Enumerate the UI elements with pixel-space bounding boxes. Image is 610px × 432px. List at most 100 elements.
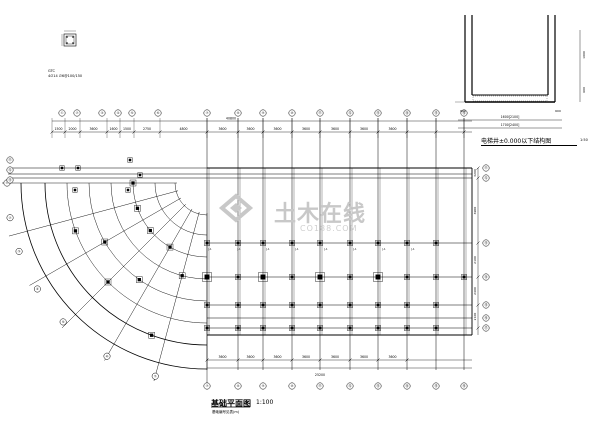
right-grid-bubble-0-text: ⑪ xyxy=(484,165,488,170)
dim-right-4: 2100 xyxy=(473,313,477,321)
left-grid-bubble-1 xyxy=(6,166,14,174)
bottom-grid-bubble-2 xyxy=(259,382,267,390)
left-grid-bubble-2-text: ⑬ xyxy=(8,177,12,182)
rect-column-3-2-outline xyxy=(260,325,266,331)
right-grid-bubble-4 xyxy=(482,301,490,309)
rect-column-0-6-outline xyxy=(375,240,381,246)
rect-column-2-2-outline xyxy=(260,302,266,308)
bottom-grid-bubble-3 xyxy=(288,382,296,390)
rect-column-0-4 xyxy=(318,241,322,245)
rect-column-2-4 xyxy=(318,303,322,307)
watermark: 土木在线 xyxy=(274,202,367,227)
elevator-detail-scale: 1:50 xyxy=(580,138,588,142)
rect-column-2-7 xyxy=(405,303,409,307)
right-grid-bubble-6 xyxy=(482,324,490,332)
top-column-5-outline xyxy=(125,187,131,193)
radial-bubble-2-text: ③ xyxy=(18,250,21,254)
rect-column-1-5 xyxy=(348,275,352,279)
rect-column-3-0-outline xyxy=(204,325,210,331)
rect-column-0-6 xyxy=(376,241,380,245)
top-grid-bubble-2-text: ③ xyxy=(101,111,104,115)
bottom-grid-bubble-0-text: ⑦ xyxy=(206,384,209,388)
top-grid-bubble-5-text: ⑥ xyxy=(157,111,160,115)
right-grid-bubble-2-text: ⑬ xyxy=(484,240,488,245)
top-grid-bubble-13 xyxy=(403,109,411,117)
curve-column-6 xyxy=(137,278,141,282)
dim-top-7: 3600 xyxy=(218,127,226,131)
radial-bubble-5 xyxy=(103,352,111,360)
rect-column-3-5-outline xyxy=(347,325,353,331)
drawing-scale: 1:100 xyxy=(256,399,274,406)
rect-column-1-6-outline xyxy=(373,272,383,282)
rect-column-0-1-outline xyxy=(235,240,241,246)
top-grid-bubble-8-text: ⑨ xyxy=(262,111,265,115)
curve-column-8 xyxy=(73,229,78,233)
right-grid-bubble-0 xyxy=(482,164,490,172)
dim-top-13: 3600 xyxy=(388,127,396,131)
dim-right-1: 6900 xyxy=(473,207,477,215)
top-grid-bubble-5 xyxy=(154,109,162,117)
rect-column-1-4 xyxy=(317,274,323,280)
pit-dim-inner: 1600[2100] xyxy=(501,115,520,119)
radial-bubble-4 xyxy=(59,318,67,326)
curve-column-7-outline xyxy=(104,278,112,286)
radial-bubble-5-text: ⑥ xyxy=(106,354,109,358)
dim-tick-bottom-3 xyxy=(290,358,294,362)
pit-dim-height-1: 1000 xyxy=(582,51,586,59)
curve-column-5-outline xyxy=(101,238,109,246)
column-detail-outline xyxy=(63,33,77,47)
rect-column-2-5 xyxy=(348,303,352,307)
left-grid-bubble-2 xyxy=(6,176,14,184)
top-grid-bubble-9 xyxy=(288,109,296,117)
rect-column-1-8 xyxy=(434,275,438,279)
top-grid-bubble-7 xyxy=(234,109,242,117)
rect-column-2-8 xyxy=(434,303,438,307)
curve-column-1-outline xyxy=(134,205,141,212)
right-grid-bubble-4-text: ⑮ xyxy=(484,302,488,307)
radial-bubble-2 xyxy=(15,247,23,255)
dim-total-bottom: 25200 xyxy=(315,373,325,377)
bottom-grid-bubble-9-text: ⑯ xyxy=(462,383,466,388)
top-grid-bubble-0-text: ① xyxy=(61,111,64,115)
top-column-3 xyxy=(138,173,142,177)
dim-tick-right-3 xyxy=(476,275,480,279)
top-grid-bubble-1 xyxy=(73,109,81,117)
top-grid-bubble-1-text: ② xyxy=(76,111,79,115)
rect-column-1-0 xyxy=(204,274,210,280)
rect-column-2-8-outline xyxy=(433,302,439,308)
rect-column-0-7-outline xyxy=(404,240,410,246)
rect-column-0-1 xyxy=(236,241,240,245)
bottom-grid-bubble-5 xyxy=(346,382,354,390)
radial-grid-1 xyxy=(8,190,179,237)
top-column-4-outline xyxy=(72,187,78,193)
rect-column-2-1 xyxy=(236,303,240,307)
top-grid-bubble-15 xyxy=(460,109,468,117)
rect-column-3-7 xyxy=(405,326,409,330)
dim-top-0: 1500 xyxy=(54,127,62,131)
top-grid-bubble-11 xyxy=(346,109,354,117)
dim-tick-bottom-7 xyxy=(405,358,409,362)
dim-bottom-1: 3600 xyxy=(246,355,254,359)
dim-bottom-6: 3600 xyxy=(388,355,396,359)
top-grid-bubble-14 xyxy=(432,109,440,117)
right-grid-bubble-1 xyxy=(482,174,490,182)
rect-column-0-3-outline xyxy=(289,240,295,246)
top-column-5 xyxy=(126,188,130,192)
bottom-grid-bubble-8 xyxy=(432,382,440,390)
rect-column-2-6-outline xyxy=(375,302,381,308)
column-detail-stirrup xyxy=(65,35,75,45)
rect-column-3-3 xyxy=(290,326,294,330)
rect-column-0-4-outline xyxy=(317,240,323,246)
rect-column-1-3 xyxy=(290,275,294,279)
top-grid-bubble-10-text: ⑪ xyxy=(318,110,322,115)
curve-column-7 xyxy=(106,280,110,284)
rect-column-2-2 xyxy=(261,303,265,307)
pit-dim-side-right: 600 xyxy=(555,109,561,113)
top-grid-bubble-13-text: ⑭ xyxy=(405,110,409,115)
rect-column-3-7-outline xyxy=(404,325,410,331)
footing-label-5: J-1 xyxy=(352,247,357,251)
rect-column-2-4-outline xyxy=(317,302,323,308)
rect-column-1-1 xyxy=(236,275,240,279)
